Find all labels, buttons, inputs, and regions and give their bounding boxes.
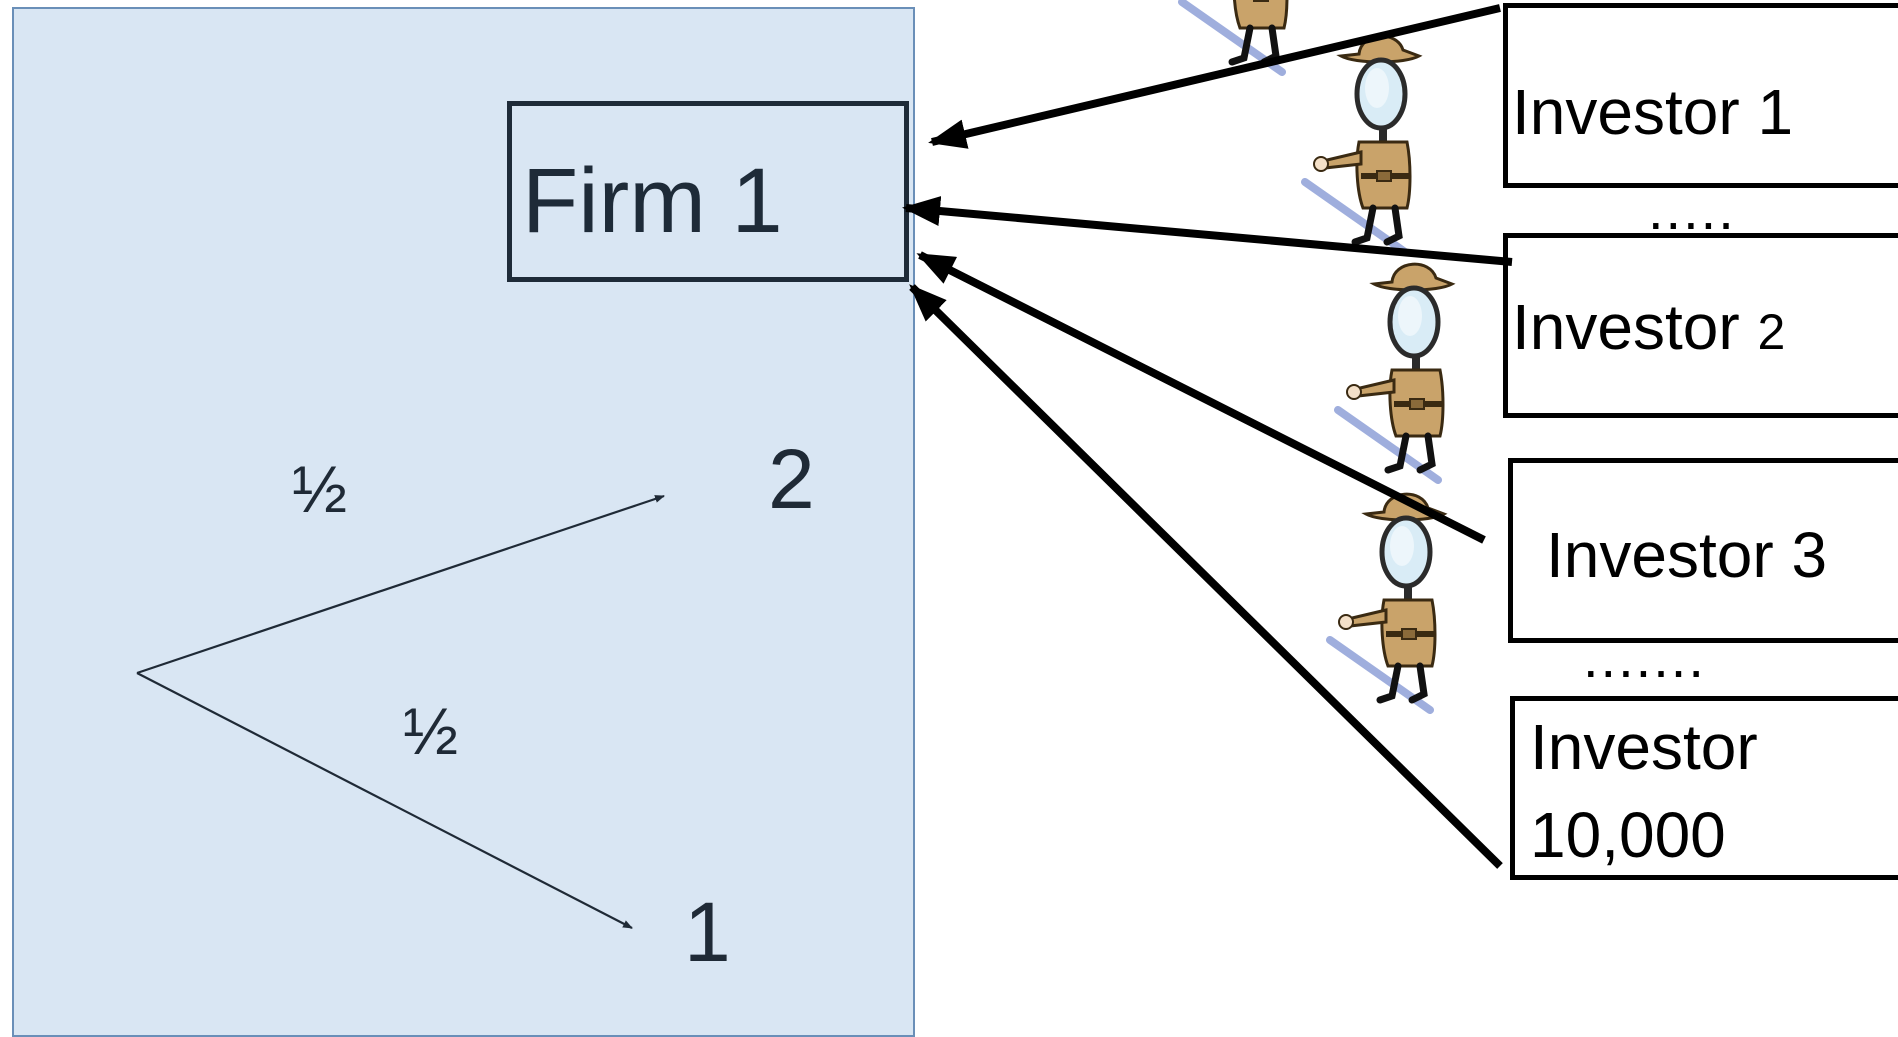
investor-box-10000 xyxy=(1510,696,1898,880)
investor-box-1 xyxy=(1503,3,1898,188)
ellipsis-bottom: ....... xyxy=(1583,626,1706,689)
investor-box-3 xyxy=(1508,458,1898,643)
detective-magnifier-icon xyxy=(1338,264,1452,480)
detective-magnifier-icon xyxy=(1305,36,1419,252)
detective-magnifier-icon xyxy=(1330,494,1444,710)
down-outcome-label: 1 xyxy=(684,885,731,979)
investor-2-label: Investor 2 xyxy=(1512,295,1785,359)
arrow-investor-2-to-firm xyxy=(902,196,1513,266)
up-probability-label: ½ xyxy=(292,452,348,526)
investor-box-2 xyxy=(1503,233,1898,418)
investor-2-word: Investor xyxy=(1512,291,1740,363)
investor-3-label: Investor 3 xyxy=(1546,519,1828,591)
down-probability-label: ½ xyxy=(403,694,459,768)
firm-label: Firm 1 xyxy=(522,150,783,252)
investor-1-label: Investor 1 xyxy=(1512,76,1794,148)
arrow-investor-3-to-firm xyxy=(916,251,1486,544)
investor-10000-label-line2: 10,000 xyxy=(1530,799,1726,871)
up-outcome-label: 2 xyxy=(768,432,815,526)
investor-10000-label-line1: Investor xyxy=(1530,711,1758,783)
firm-panel xyxy=(12,7,915,1037)
firm-box xyxy=(507,101,909,282)
arrow-investor-10000-to-firm xyxy=(909,284,1503,869)
tree-branch-down xyxy=(136,672,633,929)
arrow-investor-1-to-firm xyxy=(928,4,1501,149)
investor-2-number: 2 xyxy=(1757,304,1786,360)
ellipsis-top: ..... xyxy=(1648,178,1736,241)
tree-branch-up xyxy=(136,494,665,675)
